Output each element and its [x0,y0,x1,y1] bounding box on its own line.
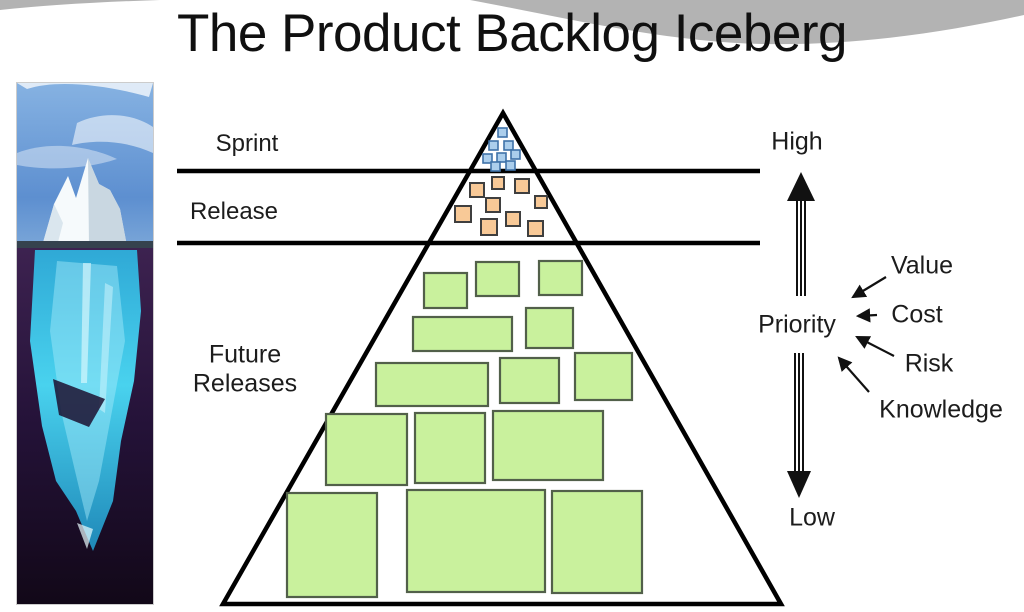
release-item-box [491,176,505,190]
release-item-box [454,205,472,223]
priority-label: Priority [758,310,836,339]
priority-down-arrow [787,353,811,498]
sprint-item-box [488,140,499,151]
future-release-item-box [374,361,490,408]
cloud [17,145,117,169]
iceberg-tip-shadow [42,204,63,246]
sprint-item-box [497,127,508,138]
sprint-label: Sprint [215,130,279,158]
cost-label: Cost [891,300,943,329]
release-item-box [527,220,544,237]
risk-label: Risk [904,349,954,378]
value-arrow [851,276,887,299]
sprint-item-box [490,161,501,172]
iceberg-tip-shadow [88,158,127,246]
future-releases-label-line2: Releases [192,369,298,397]
low-label: Low [789,503,835,532]
swoosh-right-shape [470,0,1024,45]
release-item-box [469,182,485,198]
future-release-item-box [413,411,487,485]
future-release-item-box [405,488,547,594]
sprint-item-box [482,153,493,164]
release-label: Release [189,198,279,226]
future-release-item-box [324,412,409,487]
pyramid-outline [219,108,785,607]
future-release-item-box [524,306,575,350]
future-release-item-box [573,351,634,402]
iceberg-underwater-streak [99,283,113,413]
cost-arrow [855,308,878,323]
future-releases-label-line1: Future [208,340,282,369]
swoosh-left-shape [0,0,160,10]
iceberg-photo-art [17,83,153,604]
release-item-box [485,197,501,213]
future-release-item-box [474,260,521,298]
future-release-item-box [411,315,514,353]
release-item-box [534,195,548,209]
priority-up-arrow [787,172,815,296]
future-releases-label: Future Releases [193,340,297,398]
future-release-item-box [285,491,379,599]
sprint-item-box [510,149,521,160]
future-release-item-box [550,489,644,595]
release-item-box [505,211,521,227]
sprint-item-box [505,160,516,171]
iceberg-dark-notch [53,379,105,427]
iceberg-photo [16,82,154,605]
release-item-box [514,178,530,194]
swoosh-decoration [0,0,1024,45]
risk-arrow [855,336,895,357]
future-release-item-box [422,271,469,310]
sprint-item-box [496,152,507,163]
release-item-box [480,218,498,236]
future-release-items-group [285,259,644,599]
future-release-item-box [537,259,584,297]
knowledge-arrow [837,356,870,393]
sprint-item-box [503,140,514,151]
value-label: Value [890,251,954,280]
iceberg-underwater-glow [77,523,93,549]
iceberg-underwater-streak [81,263,91,383]
release-items-group [454,176,548,237]
waterline [17,241,153,250]
knowledge-label: Knowledge [879,395,1003,424]
high-label: High [771,127,823,156]
page-title: The Product Backlog Iceberg [177,4,848,63]
future-release-item-box [498,356,561,405]
sprint-items-group [482,127,521,172]
cloud [17,83,153,97]
future-release-item-box [491,409,605,482]
cloud [72,115,153,153]
